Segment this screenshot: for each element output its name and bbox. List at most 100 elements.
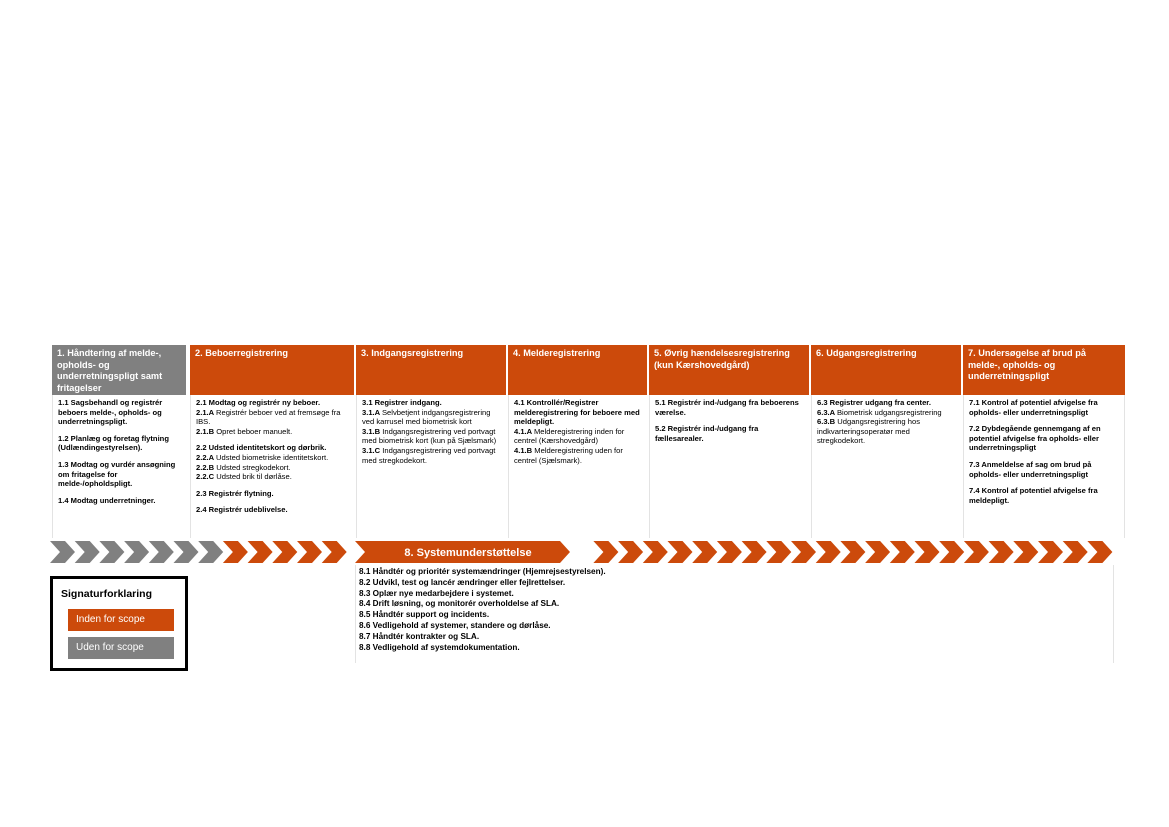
chevron-arrow bbox=[840, 541, 866, 563]
item-text: Melderegistrering uden for centrel (Sjæl… bbox=[514, 445, 623, 465]
chevron-arrow bbox=[914, 541, 940, 563]
chevron-arrow bbox=[716, 541, 742, 563]
system-support-item: 8.5 Håndtér support og incidents. bbox=[359, 610, 490, 620]
chevron-arrow bbox=[939, 541, 965, 563]
chevron-arrow bbox=[321, 541, 347, 563]
item-text: 2.3 Registrér flytning. bbox=[196, 488, 274, 498]
system-support-banner bbox=[355, 541, 570, 563]
item-text: 2.2 Udsted identitetskort og dørbrik. bbox=[196, 443, 327, 453]
chevron-arrow bbox=[222, 541, 248, 563]
item-text: 1.4 Modtag underretninger. bbox=[58, 495, 156, 505]
column-item: 6.3 Registrer udgang fra center. bbox=[817, 398, 956, 408]
column-header: 4. Melderegistrering bbox=[508, 345, 647, 395]
column-item: 2.3 Registrér flytning. bbox=[196, 489, 349, 499]
item-text: Indgangsregistrering ved portvagt med bi… bbox=[362, 426, 497, 446]
item-text: 2.2.B bbox=[196, 462, 217, 472]
column-header: 6. Udgangsregistrering bbox=[811, 345, 961, 395]
item-text: 6.3.B bbox=[817, 417, 838, 427]
item-text: 7.2 Dybdegående gennemgang af en potenti… bbox=[969, 424, 1101, 453]
chevron-arrow bbox=[1038, 541, 1063, 563]
legend: Signaturforklaring Inden for scope Uden … bbox=[50, 576, 188, 671]
column-item: 2.4 Registrér udeblivelse. bbox=[196, 505, 349, 515]
column-item: 5.1 Registrér ind-/udgang fra beboerens … bbox=[655, 398, 804, 417]
chevron-arrow bbox=[618, 541, 644, 563]
column-header: 3. Indgangsregistrering bbox=[356, 345, 506, 395]
column-body: 7.1 Kontrol af potentiel afvigelse fra o… bbox=[963, 395, 1125, 538]
column-item: 1.4 Modtag underretninger. bbox=[58, 496, 181, 506]
system-support-item: 8.7 Håndtér kontrakter og SLA. bbox=[359, 631, 480, 641]
column-body: 6.3 Registrer udgang fra center.6.3.A Bi… bbox=[811, 395, 961, 538]
system-support-item: 8.6 Vedligehold af systemer, standere og… bbox=[359, 620, 551, 630]
chevron-arrow bbox=[593, 541, 619, 563]
item-text: 6.3 Registrer udgang fra center. bbox=[817, 398, 931, 407]
chevron-arrow bbox=[198, 541, 224, 563]
item-text: 2.1.B bbox=[196, 426, 217, 436]
legend-title: Signaturforklaring bbox=[61, 588, 153, 600]
column-item: 7.1 Kontrol af potentiel afvigelse fra o… bbox=[969, 398, 1119, 417]
item-text: 4.1.B bbox=[514, 445, 535, 455]
chevron-arrow bbox=[173, 541, 199, 563]
legend-in-scope: Inden for scope bbox=[68, 609, 174, 631]
chevron-arrow bbox=[1062, 541, 1088, 563]
column-body: 4.1 Kontrollér/Registrer melderegistreri… bbox=[508, 395, 647, 538]
column-header: 5. Øvrig hændelsesregistrering (kun Kærs… bbox=[649, 345, 809, 395]
chevron-arrow bbox=[1013, 541, 1039, 563]
column-item: 7.2 Dybdegående gennemgang af en potenti… bbox=[969, 424, 1119, 453]
item-text: 2.1 Modtag og registrér ny beboer. bbox=[196, 398, 321, 407]
column-item: 1.1 Sagsbehandl og registrér beboers mel… bbox=[58, 398, 181, 427]
item-text: 7.4 Kontrol af potentiel afvigelse fra m… bbox=[969, 486, 1098, 505]
chevron-arrow bbox=[1087, 541, 1113, 563]
chevron-arrow bbox=[124, 541, 150, 563]
item-text: Udsted brik til dørlåse. bbox=[216, 472, 292, 482]
chevron-arrow bbox=[74, 541, 100, 563]
legend-out-of-scope: Uden for scope bbox=[68, 637, 174, 659]
item-text: 4.1 Kontrollér/Registrer melderegistreri… bbox=[514, 398, 640, 427]
system-support-item: 8.3 Oplær nye medarbejdere i systemet. bbox=[359, 588, 514, 598]
column-item: 2.2 Udsted identitetskort og dørbrik. bbox=[196, 443, 349, 453]
system-support-item: 8.2 Udvikl, test og lancér ændringer ell… bbox=[359, 577, 566, 587]
column-item: 4.1 Kontrollér/Registrer melderegistreri… bbox=[514, 398, 642, 427]
column-body: 2.1 Modtag og registrér ny beboer.2.1.A … bbox=[190, 395, 354, 538]
item-text: Registrér beboer ved at fremsøge fra IBS… bbox=[196, 407, 341, 427]
column-item: 7.3 Anmeldelse af sag om brud på opholds… bbox=[969, 460, 1119, 479]
column-item: 3.1.A Selvbetjent indgangsregistrering v… bbox=[362, 408, 501, 427]
column-item: 3.1 Registrer indgang. bbox=[362, 398, 501, 408]
process-chevron-band bbox=[50, 541, 1113, 563]
item-text: 2.2.C bbox=[196, 472, 217, 482]
column-header: 1. Håndtering af melde-, opholds- og und… bbox=[52, 345, 186, 395]
chevron-arrow bbox=[247, 541, 273, 563]
item-text: Udsted biometriske identitetskort. bbox=[215, 452, 329, 462]
column-item: 4.1.A Melderegistrering inden for centre… bbox=[514, 427, 642, 446]
chevron-arrow bbox=[642, 541, 668, 563]
column-item: 3.1.B Indgangsregistrering ved portvagt … bbox=[362, 427, 501, 446]
column-item: 1.3 Modtag og vurdér ansøgning om fritag… bbox=[58, 460, 181, 489]
item-text: Opret beboer manuelt. bbox=[216, 426, 293, 436]
chevron-arrow bbox=[297, 541, 322, 563]
item-text: 1.1 Sagsbehandl og registrér beboers mel… bbox=[58, 398, 163, 427]
item-text: 3.1.B bbox=[362, 426, 383, 436]
item-text: 3.1.A bbox=[362, 407, 382, 417]
column-item: 1.2 Planlæg og foretag flytning (Udlændi… bbox=[58, 434, 181, 453]
item-text: 3.1.C bbox=[362, 445, 383, 455]
item-text: 2.2.A bbox=[196, 452, 216, 462]
column-item: 2.2.C Udsted brik til dørlåse. bbox=[196, 472, 349, 482]
chevron-arrow bbox=[791, 541, 816, 563]
item-text: Selvbetjent indgangsregistrering ved kar… bbox=[362, 407, 491, 427]
item-text: 1.2 Planlæg og foretag flytning (Udlændi… bbox=[58, 433, 169, 453]
item-text: 5.1 Registrér ind-/udgang fra beboerens … bbox=[655, 398, 799, 417]
column-item: 2.2.B Udsted stregkodekort. bbox=[196, 463, 349, 473]
chevron-arrow bbox=[889, 541, 915, 563]
chevron-arrow bbox=[50, 541, 75, 563]
column-item: 5.2 Registrér ind-/udgang fra fællesarea… bbox=[655, 424, 804, 443]
item-text: 1.3 Modtag og vurdér ansøgning om fritag… bbox=[58, 459, 176, 489]
system-support-item: 8.4 Drift løsning, og monitorér overhold… bbox=[359, 599, 560, 609]
column-body: 3.1 Registrer indgang.3.1.A Selvbetjent … bbox=[356, 395, 506, 538]
chevron-arrow bbox=[963, 541, 989, 563]
column-item: 2.1 Modtag og registrér ny beboer. bbox=[196, 398, 349, 408]
item-text: Udgangsregistrering hos indkvarteringsop… bbox=[817, 417, 920, 446]
column-item: 6.3.B Udgangsregistrering hos indkvarter… bbox=[817, 417, 956, 446]
chevron-arrow bbox=[272, 541, 298, 563]
chevron-arrow bbox=[692, 541, 718, 563]
item-text: Biometrisk udgangsregistrering bbox=[836, 407, 942, 417]
column-item: 7.4 Kontrol af potentiel afvigelse fra m… bbox=[969, 486, 1119, 505]
